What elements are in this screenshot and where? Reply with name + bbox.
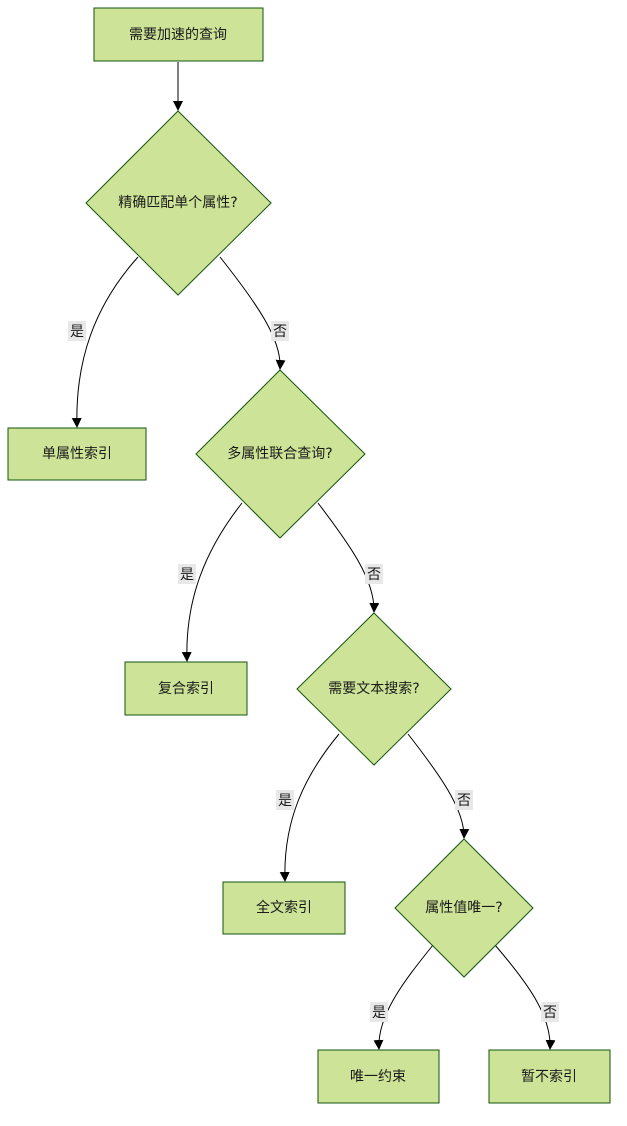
edge-label-text: 否 [457, 793, 471, 809]
edge-label-text: 是 [278, 793, 292, 809]
edge-q1-to-q2 [219, 256, 286, 370]
edge-label-text: 是 [372, 1005, 386, 1021]
edge-q3-to-q4 [407, 733, 470, 839]
node-label: 需要文本搜索? [328, 680, 419, 697]
edge-label-text: 是 [180, 567, 194, 583]
edge-label-text: 否 [273, 324, 287, 340]
node-label: 复合索引 [158, 680, 214, 697]
node-unique-constraint: 唯一约束 [317, 1049, 440, 1104]
node-start: 需要加速的查询 [93, 7, 264, 62]
node-decision-q3: 需要文本搜索? [296, 612, 452, 766]
node-label: 全文索引 [256, 899, 312, 916]
edge-label-text: 否 [543, 1005, 557, 1021]
node-decision-q1: 精确匹配单个属性? [85, 110, 272, 296]
node-label: 需要加速的查询 [129, 27, 227, 43]
node-label: 暂不索引 [521, 1068, 577, 1085]
edge-q2-to-q3 [317, 502, 380, 613]
edge-labels: 是 否 是 否 是 否 是 否 [68, 321, 559, 1022]
edge-label-q3-yes: 是 [276, 790, 294, 810]
node-single-index: 单属性索引 [7, 427, 147, 481]
node-label: 多属性联合查询? [227, 445, 332, 462]
edge-label-q3-no: 否 [455, 790, 473, 810]
node-decision-q2: 多属性联合查询? [195, 369, 366, 539]
edge-q1-to-single [71, 256, 139, 428]
node-decision-q4: 属性值唯一? [394, 838, 534, 978]
edge-label-q1-yes: 是 [68, 321, 86, 341]
node-label: 单属性索引 [42, 445, 112, 462]
edge-q3-to-fulltext [279, 733, 340, 882]
node-fulltext-index: 全文索引 [222, 881, 346, 935]
edge-label-q4-no: 否 [541, 1002, 559, 1022]
edge-q4-to-none [494, 944, 556, 1050]
edge-label-text: 是 [70, 324, 84, 340]
edge-label-text: 否 [367, 567, 381, 583]
node-label: 唯一约束 [350, 1069, 406, 1085]
node-composite-index: 复合索引 [124, 661, 248, 716]
node-label: 属性值唯一? [425, 900, 502, 916]
edge-label-q2-yes: 是 [178, 564, 196, 584]
edge-label-q1-no: 否 [271, 321, 289, 341]
edge-label-q4-yes: 是 [370, 1002, 388, 1022]
node-label: 精确匹配单个属性? [118, 195, 237, 211]
edge-label-q2-no: 否 [365, 564, 383, 584]
nodes: 需要加速的查询 精确匹配单个属性? 单属性索引 多属性联合查询? 复合索引 需要… [7, 7, 611, 1104]
node-no-index: 暂不索引 [488, 1049, 611, 1104]
edge-q4-to-unique [373, 944, 434, 1050]
edges [71, 62, 556, 1050]
edge-q2-to-composite [181, 502, 243, 662]
